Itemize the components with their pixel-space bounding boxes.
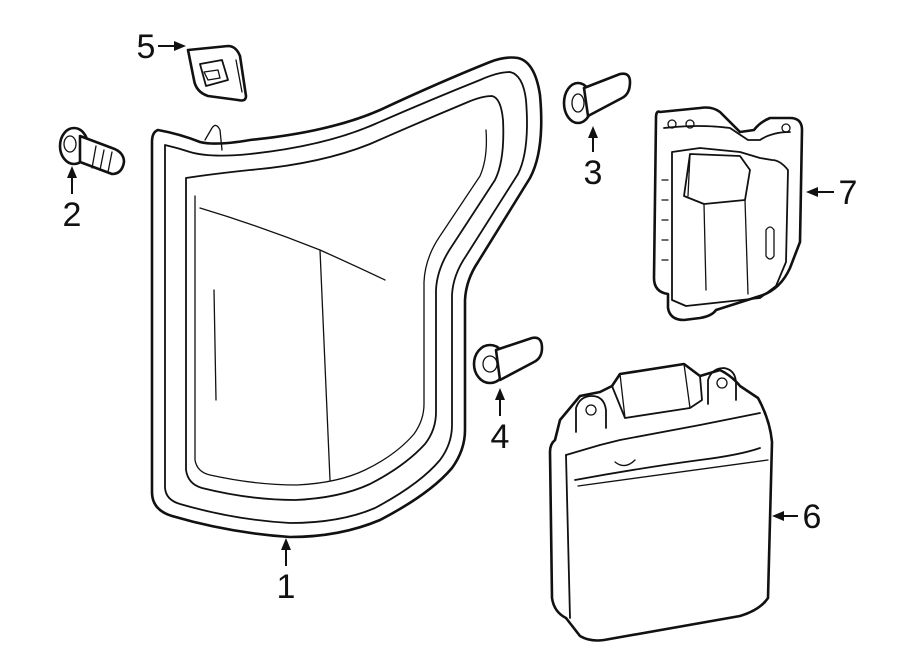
callout-label-5: 5 bbox=[137, 28, 156, 66]
callout-label-1: 1 bbox=[277, 568, 296, 606]
callout-6: 6 bbox=[772, 498, 821, 536]
screw-part-2[interactable] bbox=[58, 126, 126, 176]
callout-5: 5 bbox=[137, 28, 186, 66]
callout-label-4: 4 bbox=[491, 418, 510, 456]
tail-lamp-assembly[interactable] bbox=[150, 56, 543, 539]
bolt-part-3[interactable] bbox=[562, 72, 632, 125]
bolt-part-4[interactable] bbox=[472, 336, 544, 385]
callout-4: 4 bbox=[491, 388, 510, 456]
callout-label-2: 2 bbox=[63, 196, 82, 234]
callout-label-7: 7 bbox=[839, 174, 858, 212]
control-module-part-6[interactable] bbox=[548, 362, 774, 642]
callout-3: 3 bbox=[584, 126, 603, 192]
clip-part-5[interactable] bbox=[186, 44, 248, 102]
callout-label-6: 6 bbox=[803, 498, 822, 536]
lamp-housing-part-7[interactable] bbox=[652, 106, 804, 322]
callout-label-3: 3 bbox=[584, 154, 603, 192]
callout-2: 2 bbox=[63, 166, 82, 234]
callout-1: 1 bbox=[277, 538, 296, 606]
callout-7: 7 bbox=[806, 174, 857, 212]
